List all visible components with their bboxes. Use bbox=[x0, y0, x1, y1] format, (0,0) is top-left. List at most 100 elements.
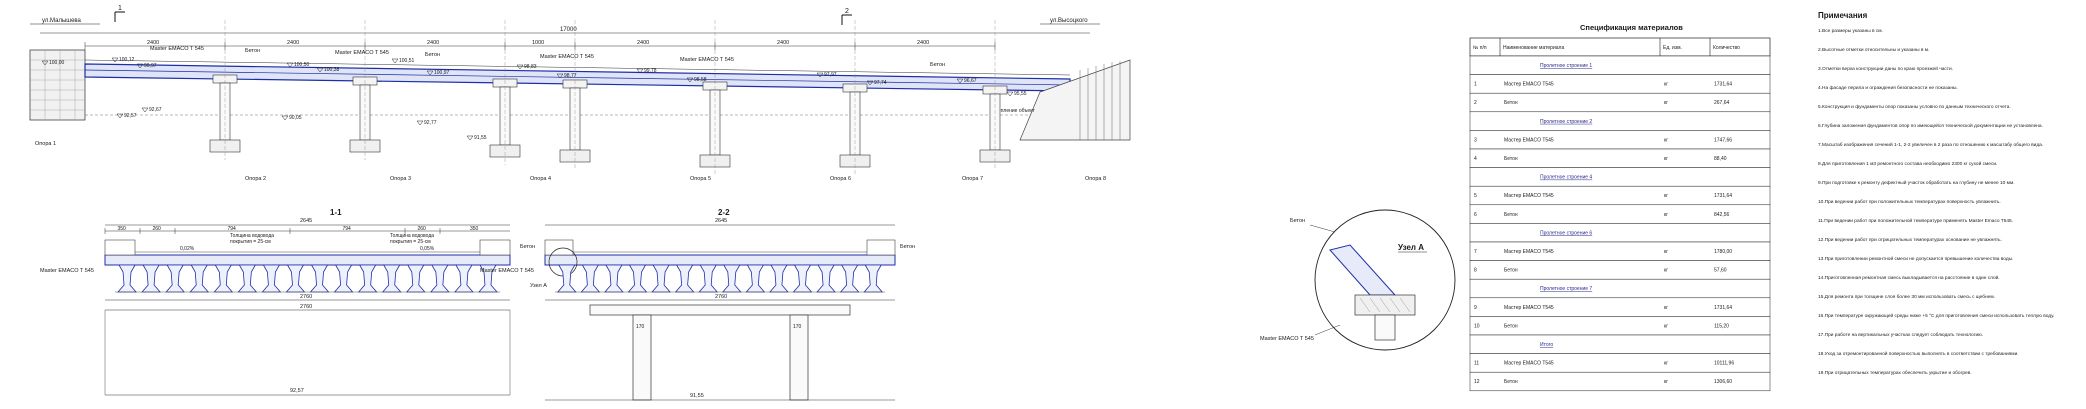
spec-row bbox=[1469, 223, 1771, 243]
pier-5 bbox=[559, 20, 591, 170]
spec-row bbox=[1469, 334, 1771, 354]
section-1-1-girders bbox=[115, 264, 500, 293]
spec-row bbox=[1469, 278, 1771, 299]
spec-cell-qty: 115,20 bbox=[1714, 323, 1729, 329]
span-dim-2: 2400 bbox=[287, 40, 299, 46]
node-a-detail: Узел А Бетон Master EMACO T 545 bbox=[1260, 209, 1456, 351]
girder bbox=[381, 264, 402, 293]
girder bbox=[333, 264, 354, 293]
note-item: 12.При ведении работ при отрицательных т… bbox=[1818, 237, 2002, 243]
section-1-1-dim: 260 bbox=[418, 226, 427, 232]
girder bbox=[261, 264, 282, 293]
spec-cell-name: Пролетное строение 2 bbox=[1540, 119, 1592, 125]
spec-cell-unit: кг bbox=[1664, 137, 1668, 143]
span-dim-3: 2400 bbox=[427, 40, 439, 46]
girder bbox=[839, 264, 860, 293]
girder bbox=[627, 264, 648, 293]
support-label-4: Опора 4 bbox=[530, 176, 551, 182]
section-mark-1: 1 bbox=[114, 5, 125, 22]
spec-cell-unit: кг bbox=[1664, 323, 1668, 329]
note-item: 2.Высотные отметки относительны и указан… bbox=[1818, 47, 1929, 53]
spec-cell-qty: 1306,60 bbox=[1714, 379, 1732, 385]
girder bbox=[651, 264, 671, 293]
section-1-1-slope-2: 0,05% bbox=[420, 246, 435, 252]
section-1-1-right-material: Бетон bbox=[520, 244, 535, 250]
level-mark: 100,00 bbox=[49, 60, 65, 66]
spec-title: Спецификация материалов bbox=[1580, 23, 1683, 32]
spec-cell-unit: кг bbox=[1664, 82, 1668, 88]
spec-cell-qty: 10111,96 bbox=[1714, 361, 1734, 367]
note-item: 8.Для приготовления 1 м3 ремонтного сост… bbox=[1818, 160, 1997, 167]
span-dim-7: 2400 bbox=[917, 40, 929, 46]
girder bbox=[285, 264, 306, 293]
pier-6 bbox=[699, 20, 731, 175]
level-mark: 100,38 bbox=[324, 67, 340, 73]
section-1-1-dim: 350 bbox=[118, 226, 127, 232]
support-label-2: Опора 2 bbox=[245, 176, 266, 182]
span-dim-5: 2400 bbox=[637, 40, 649, 46]
support-label-7: Опора 7 bbox=[962, 176, 983, 182]
note-item: 19.При отрицательных температурах обеспе… bbox=[1818, 370, 1972, 376]
section-2-2-bottom-width: 2760 bbox=[715, 294, 727, 300]
section-1-1-slope-1: 0,02% bbox=[180, 246, 195, 252]
spec-header: № п/п bbox=[1473, 45, 1487, 51]
spec-cell-name: Мастер EMACO T545 bbox=[1504, 193, 1554, 199]
spec-cell-no: 11 bbox=[1474, 361, 1479, 367]
girder bbox=[674, 264, 695, 293]
note-item: 6.Глубина заложения фундаментов опор по … bbox=[1818, 122, 2043, 129]
support-label-6: Опора 6 bbox=[830, 176, 851, 182]
spec-row bbox=[1469, 111, 1771, 131]
spec-header: Ед. изм. bbox=[1663, 45, 1682, 51]
girder bbox=[405, 264, 426, 293]
section-1-1-top-width: 2645 bbox=[300, 218, 312, 224]
support-label-1: Опора 1 bbox=[35, 141, 56, 147]
level-mark: 95,55 bbox=[1014, 91, 1027, 97]
spec-cell-qty: 267,64 bbox=[1714, 100, 1730, 106]
spec-cell-qty: 1731,64 bbox=[1714, 193, 1732, 199]
spec-cell-name: Пролетное строение 4 bbox=[1540, 175, 1592, 181]
girder bbox=[580, 264, 601, 293]
spec-cell-no: 6 bbox=[1474, 212, 1477, 218]
section-2-2-dim-2: 170 bbox=[793, 324, 802, 330]
node-a-title: Узел А bbox=[1398, 243, 1424, 252]
section-mark-1-label: 1 bbox=[118, 5, 122, 12]
spec-cell-no: 1 bbox=[1474, 82, 1477, 88]
spec-cell-qty: 57,60 bbox=[1714, 268, 1727, 274]
right-road-label: ул.Высоцкого bbox=[1050, 18, 1088, 24]
spec-cell-no: 5 bbox=[1474, 193, 1477, 199]
section-1-1-bottom-width-2: 2760 bbox=[300, 304, 312, 310]
section-2-2-node-label: Узел А bbox=[530, 283, 547, 289]
spec-cell-name: Мастер EMACO T545 bbox=[1504, 305, 1554, 311]
section-2-2-cap-beam bbox=[589, 304, 851, 316]
support-label-3: Опора 3 bbox=[390, 176, 411, 182]
pier-2 bbox=[209, 20, 241, 160]
level-mark: 92,77 bbox=[424, 120, 437, 126]
girder bbox=[357, 264, 378, 293]
section-2-2-level: 91,55 bbox=[690, 393, 704, 399]
section-1-1-note-2: покрытия = 25-см bbox=[230, 239, 271, 245]
girder bbox=[556, 264, 577, 293]
section-1-1-bottom-width: 2760 bbox=[300, 294, 312, 300]
pier-7 bbox=[839, 20, 871, 175]
girder bbox=[141, 264, 161, 293]
elev-material-6: Master EMACO T 545 bbox=[680, 57, 734, 63]
level-mark: 92,67 bbox=[149, 107, 162, 113]
spec-cell-no: 3 bbox=[1474, 137, 1477, 143]
spec-cell-unit: кг bbox=[1664, 249, 1668, 255]
total-length-dim: 17000 bbox=[560, 27, 577, 33]
section-1-1-note-3: Толщина водовода bbox=[390, 233, 434, 239]
pier-4 bbox=[489, 20, 521, 165]
note-item: 9.При подготовке к ремонту дефектный уча… bbox=[1818, 179, 2015, 186]
section-mark-2-label: 2 bbox=[845, 8, 849, 15]
note-item: 18.Уход за отремонтированной поверхность… bbox=[1818, 350, 2019, 357]
spec-cell-no: 2 bbox=[1474, 100, 1477, 106]
support-label-5: Опора 5 bbox=[690, 176, 711, 182]
spec-cell-qty: 842,56 bbox=[1714, 212, 1730, 218]
support-labels: Опора 1 Опора 2 Опора 3 Опора 4 Опора 5 … bbox=[35, 141, 1106, 182]
spec-cell-name: Бетон bbox=[1504, 268, 1518, 274]
right-note: Укрепление объект bbox=[990, 108, 1035, 114]
note-item: 16.При температуре окружающей среды ниже… bbox=[1818, 312, 2054, 319]
girder bbox=[429, 264, 450, 293]
node-a-right-material: Бетон bbox=[1290, 218, 1305, 224]
